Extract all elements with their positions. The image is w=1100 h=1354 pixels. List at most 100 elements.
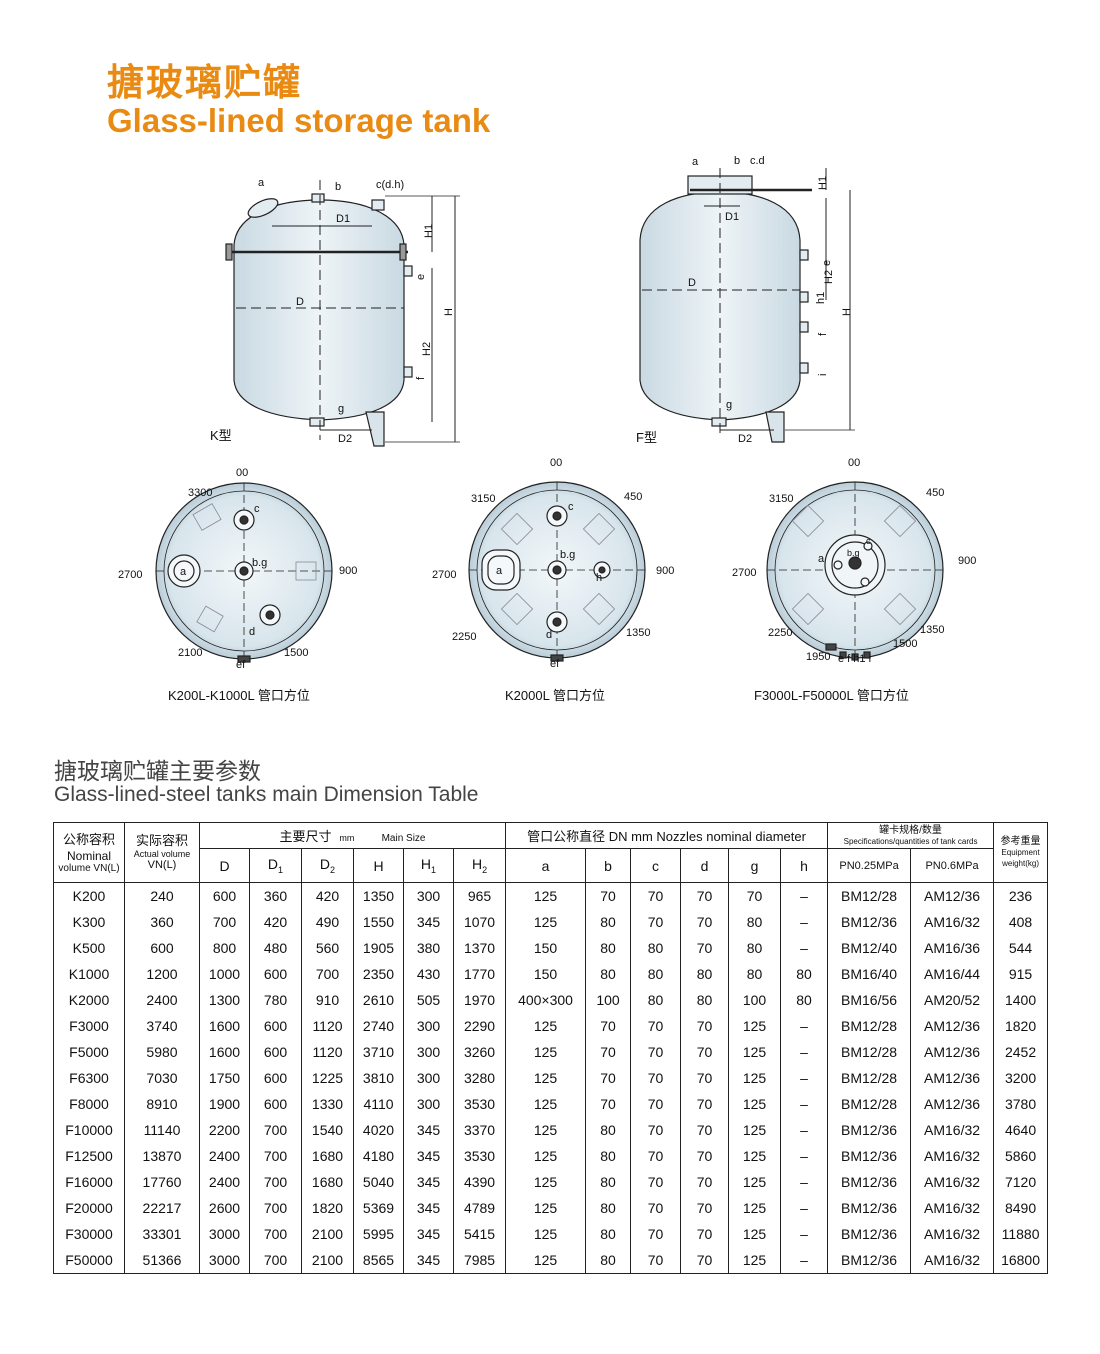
table-cell: 4640 (993, 1117, 1049, 1143)
header-cards-en: Specifications/quantities of tank cards (843, 836, 978, 846)
k-type-caption: K型 (210, 428, 232, 443)
table-cell: 600 (199, 882, 250, 909)
table-cell: 2400 (199, 1169, 250, 1195)
table-cell: 3740 (124, 1013, 200, 1039)
table-cell: 3530 (452, 1143, 507, 1169)
table-cell: – (780, 1091, 829, 1117)
table-cell: 2452 (993, 1039, 1049, 1065)
table-cell: 380 (403, 935, 454, 961)
table-cell: 1200 (124, 961, 200, 987)
table-cell: BM12/28 (827, 1013, 912, 1039)
p3-angle-90: 900 (958, 555, 976, 567)
table-cell: 70 (630, 909, 682, 935)
p2-angle-135: 1350 (626, 627, 650, 639)
header-D1: D1 (249, 848, 302, 883)
table-cell: – (780, 1065, 829, 1091)
p3-label-a: a (818, 553, 825, 565)
table-cell: AM16/32 (910, 1195, 995, 1221)
k-label-d: D (296, 296, 304, 308)
p3-angle-45: 450 (926, 487, 944, 499)
table-cell: – (780, 1247, 829, 1274)
p1-label-bg: b.g (252, 557, 267, 569)
table-cell: 1330 (301, 1091, 354, 1117)
title-chinese: 搪玻璃贮罐 (107, 61, 302, 104)
table-cell: 4180 (353, 1143, 404, 1169)
table-cell: 600 (249, 1091, 302, 1117)
table-cell: AM16/32 (910, 1143, 995, 1169)
table-cell: AM16/44 (910, 961, 995, 987)
table-cell: 1680 (301, 1169, 354, 1195)
p1-angle-0: 00 (236, 467, 248, 479)
k-label-c: c(d.h) (376, 179, 404, 191)
header-main-en: Main Size (381, 833, 426, 844)
p2-label-ef: ef (550, 658, 560, 670)
table-cell: – (780, 909, 829, 935)
table-cell: 51366 (124, 1247, 200, 1274)
table-cell: 125 (728, 1091, 782, 1117)
table-cell: 7985 (452, 1247, 507, 1274)
plan-view-k200-labels: 00 3300 2700 900 2100 1500 c a b.g d ef … (118, 467, 357, 703)
table-cell: BM12/28 (827, 882, 912, 909)
f-label-d2: D2 (738, 433, 752, 445)
table-cell: 3000 (199, 1247, 250, 1274)
table-cell: 70 (680, 1247, 730, 1274)
table-cell: BM12/36 (827, 1247, 912, 1274)
table-cell: 3280 (452, 1065, 507, 1091)
table-cell: 100 (728, 987, 782, 1013)
f-type-caption: F型 (636, 430, 657, 445)
table-cell: 70 (680, 935, 730, 961)
p3-angle-225: 2250 (768, 627, 792, 639)
header-tank-cards: 罐卡规格/数量 Specifications/quantities of tan… (827, 822, 995, 849)
table-cell: 345 (403, 1221, 454, 1247)
plan1-caption: K200L-K1000L 管口方位 (168, 688, 310, 703)
table-cell: 5995 (353, 1221, 404, 1247)
p1-label-d: d (249, 626, 255, 638)
table-cell: 80 (585, 1169, 632, 1195)
table-cell: 600 (249, 1013, 302, 1039)
header-actual-volume: 实际容积 Actual volume VN(L) (124, 822, 200, 883)
plan-view-f-labels: 00 3150 450 2700 900 2250 1350 1500 1950… (732, 457, 976, 703)
header-actual-cn: 实际容积 (135, 833, 188, 848)
table-cell: 1550 (353, 909, 404, 935)
p2-angle-315: 3150 (471, 493, 495, 505)
header-h1-sub: 1 (431, 864, 437, 875)
header-a: a (505, 848, 587, 883)
table-cell: F8000 (53, 1091, 125, 1117)
table-cell: 480 (249, 935, 302, 961)
table-cell: AM16/32 (910, 1221, 995, 1247)
p3-label-ef: e f h1 i (838, 653, 871, 665)
table-cell: 70 (680, 882, 730, 909)
table-cell: 544 (993, 935, 1049, 961)
header-main-mm: mm (339, 833, 355, 843)
table-cell: 1905 (353, 935, 404, 961)
p2-label-bg: b.g (560, 549, 575, 561)
plan-view-f3000-f50000 (766, 481, 944, 661)
table-cell: K300 (53, 909, 125, 935)
header-D: D (199, 848, 250, 883)
table-cell: 80 (728, 909, 782, 935)
table-cell: BM16/40 (827, 961, 912, 987)
k-label-f: f (415, 376, 427, 380)
table-cell: 80 (630, 935, 682, 961)
table-cell: 70 (680, 1169, 730, 1195)
table-cell: 125 (505, 1091, 587, 1117)
table-cell: BM12/36 (827, 909, 912, 935)
table-cell: – (780, 1143, 829, 1169)
table-cell: 400×300 (505, 987, 587, 1013)
p3-angle-0: 00 (848, 457, 860, 469)
table-cell: 2400 (124, 987, 200, 1013)
table-cell: 125 (505, 1013, 587, 1039)
table-cell: 700 (249, 1169, 302, 1195)
table-cell: 420 (249, 909, 302, 935)
table-cell: AM16/32 (910, 1247, 995, 1274)
table-cell: 125 (505, 1247, 587, 1274)
p2-label-a: a (496, 565, 503, 577)
table-cell: 345 (403, 909, 454, 935)
p1-label-a: a (180, 566, 187, 578)
table-cell: 2610 (353, 987, 404, 1013)
p3-angle-195: 1950 (806, 651, 830, 663)
table-cell: 1770 (452, 961, 507, 987)
header-g: g (728, 848, 782, 883)
